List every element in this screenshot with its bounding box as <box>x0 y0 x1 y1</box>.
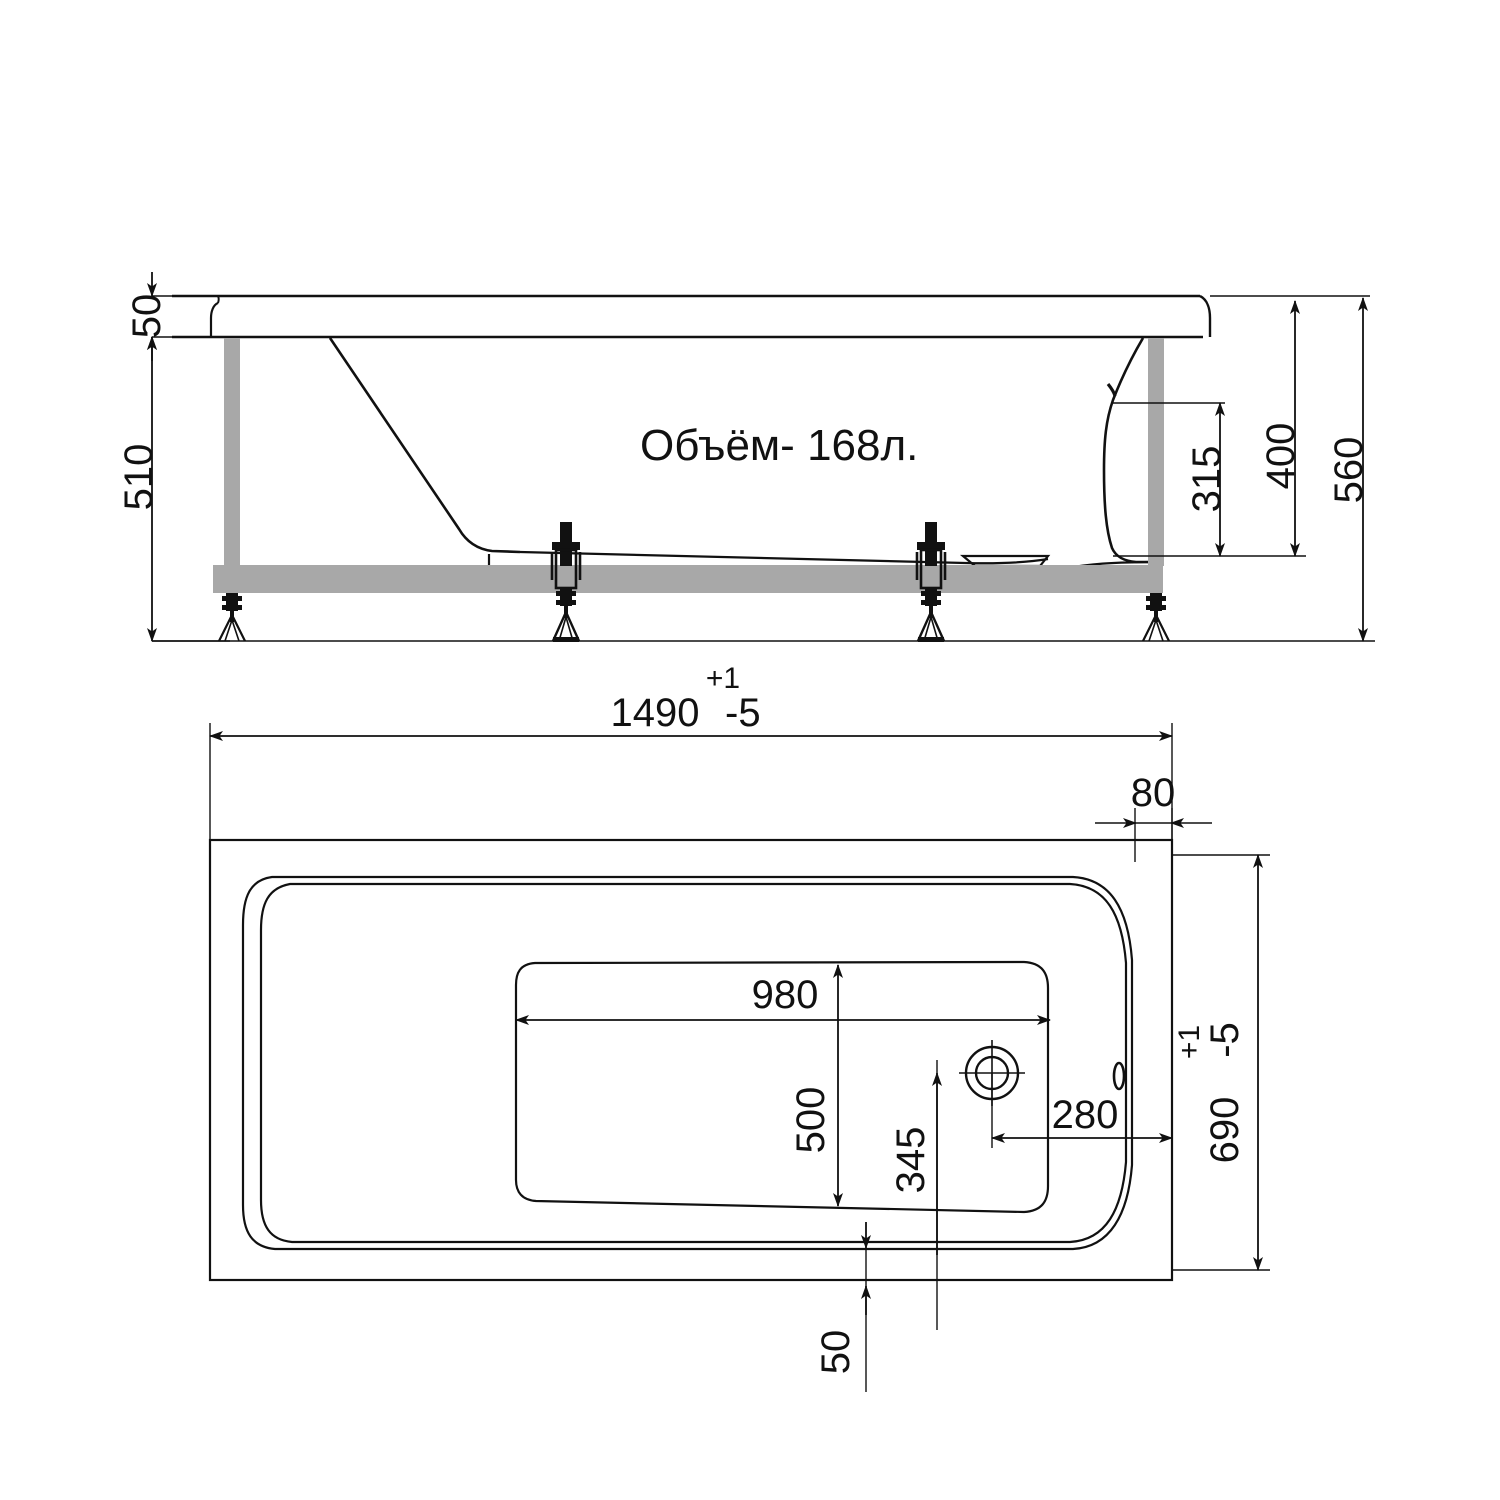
volume-annotation: Объём- 168л. <box>640 421 918 470</box>
dim-label-overflow-height: 315 <box>1185 446 1229 513</box>
dim-label-overall-width: 690 <box>1203 1097 1247 1164</box>
dim-label-bottom-offset: 50 <box>814 1330 858 1375</box>
dim-label-overall-length: 1490 <box>611 691 700 735</box>
dim-label-length-tol-minus: -5 <box>725 691 761 735</box>
dim-label-width-tol-plus: +1 <box>1173 1025 1206 1059</box>
frame-rail <box>213 565 1163 593</box>
dim-label-inner-depth: 400 <box>1259 423 1303 490</box>
dim-label-rim-thickness: 50 <box>125 294 169 339</box>
tub-rim <box>172 294 1212 339</box>
dim-label-inner-length: 980 <box>752 973 819 1017</box>
leg-assembly-4 <box>1142 593 1170 642</box>
dim-label-length-tol-plus: +1 <box>706 662 740 695</box>
plan-view-group: +1 1490 -5 80 +1 690 -5 <box>208 662 1270 1392</box>
leg-assembly-1 <box>218 593 246 642</box>
plan-bottom-pan <box>514 960 1050 1214</box>
dim-label-drain-from-side: 345 <box>889 1127 933 1194</box>
plan-rim-outline <box>241 875 1134 1251</box>
leg-assembly-3 <box>915 522 947 642</box>
dim-label-drain-from-end: 280 <box>1052 1093 1119 1137</box>
dim-label-inner-width: 500 <box>789 1087 833 1154</box>
dim-label-total-height: 560 <box>1327 437 1371 504</box>
plan-outer-rect <box>208 838 1174 1282</box>
dim-label-body-height: 510 <box>117 444 161 511</box>
dim-label-width-tol-minus: -5 <box>1203 1022 1247 1058</box>
leg-assembly-2 <box>550 522 582 642</box>
dim-label-edge-offset: 80 <box>1131 771 1176 815</box>
frame-post-right <box>1148 338 1164 566</box>
side-elevation-group: 50 510 <box>117 272 1375 642</box>
frame-post-left <box>224 338 240 566</box>
plan-rim-outline-inner <box>259 882 1128 1244</box>
overflow-slot <box>1112 1061 1126 1091</box>
